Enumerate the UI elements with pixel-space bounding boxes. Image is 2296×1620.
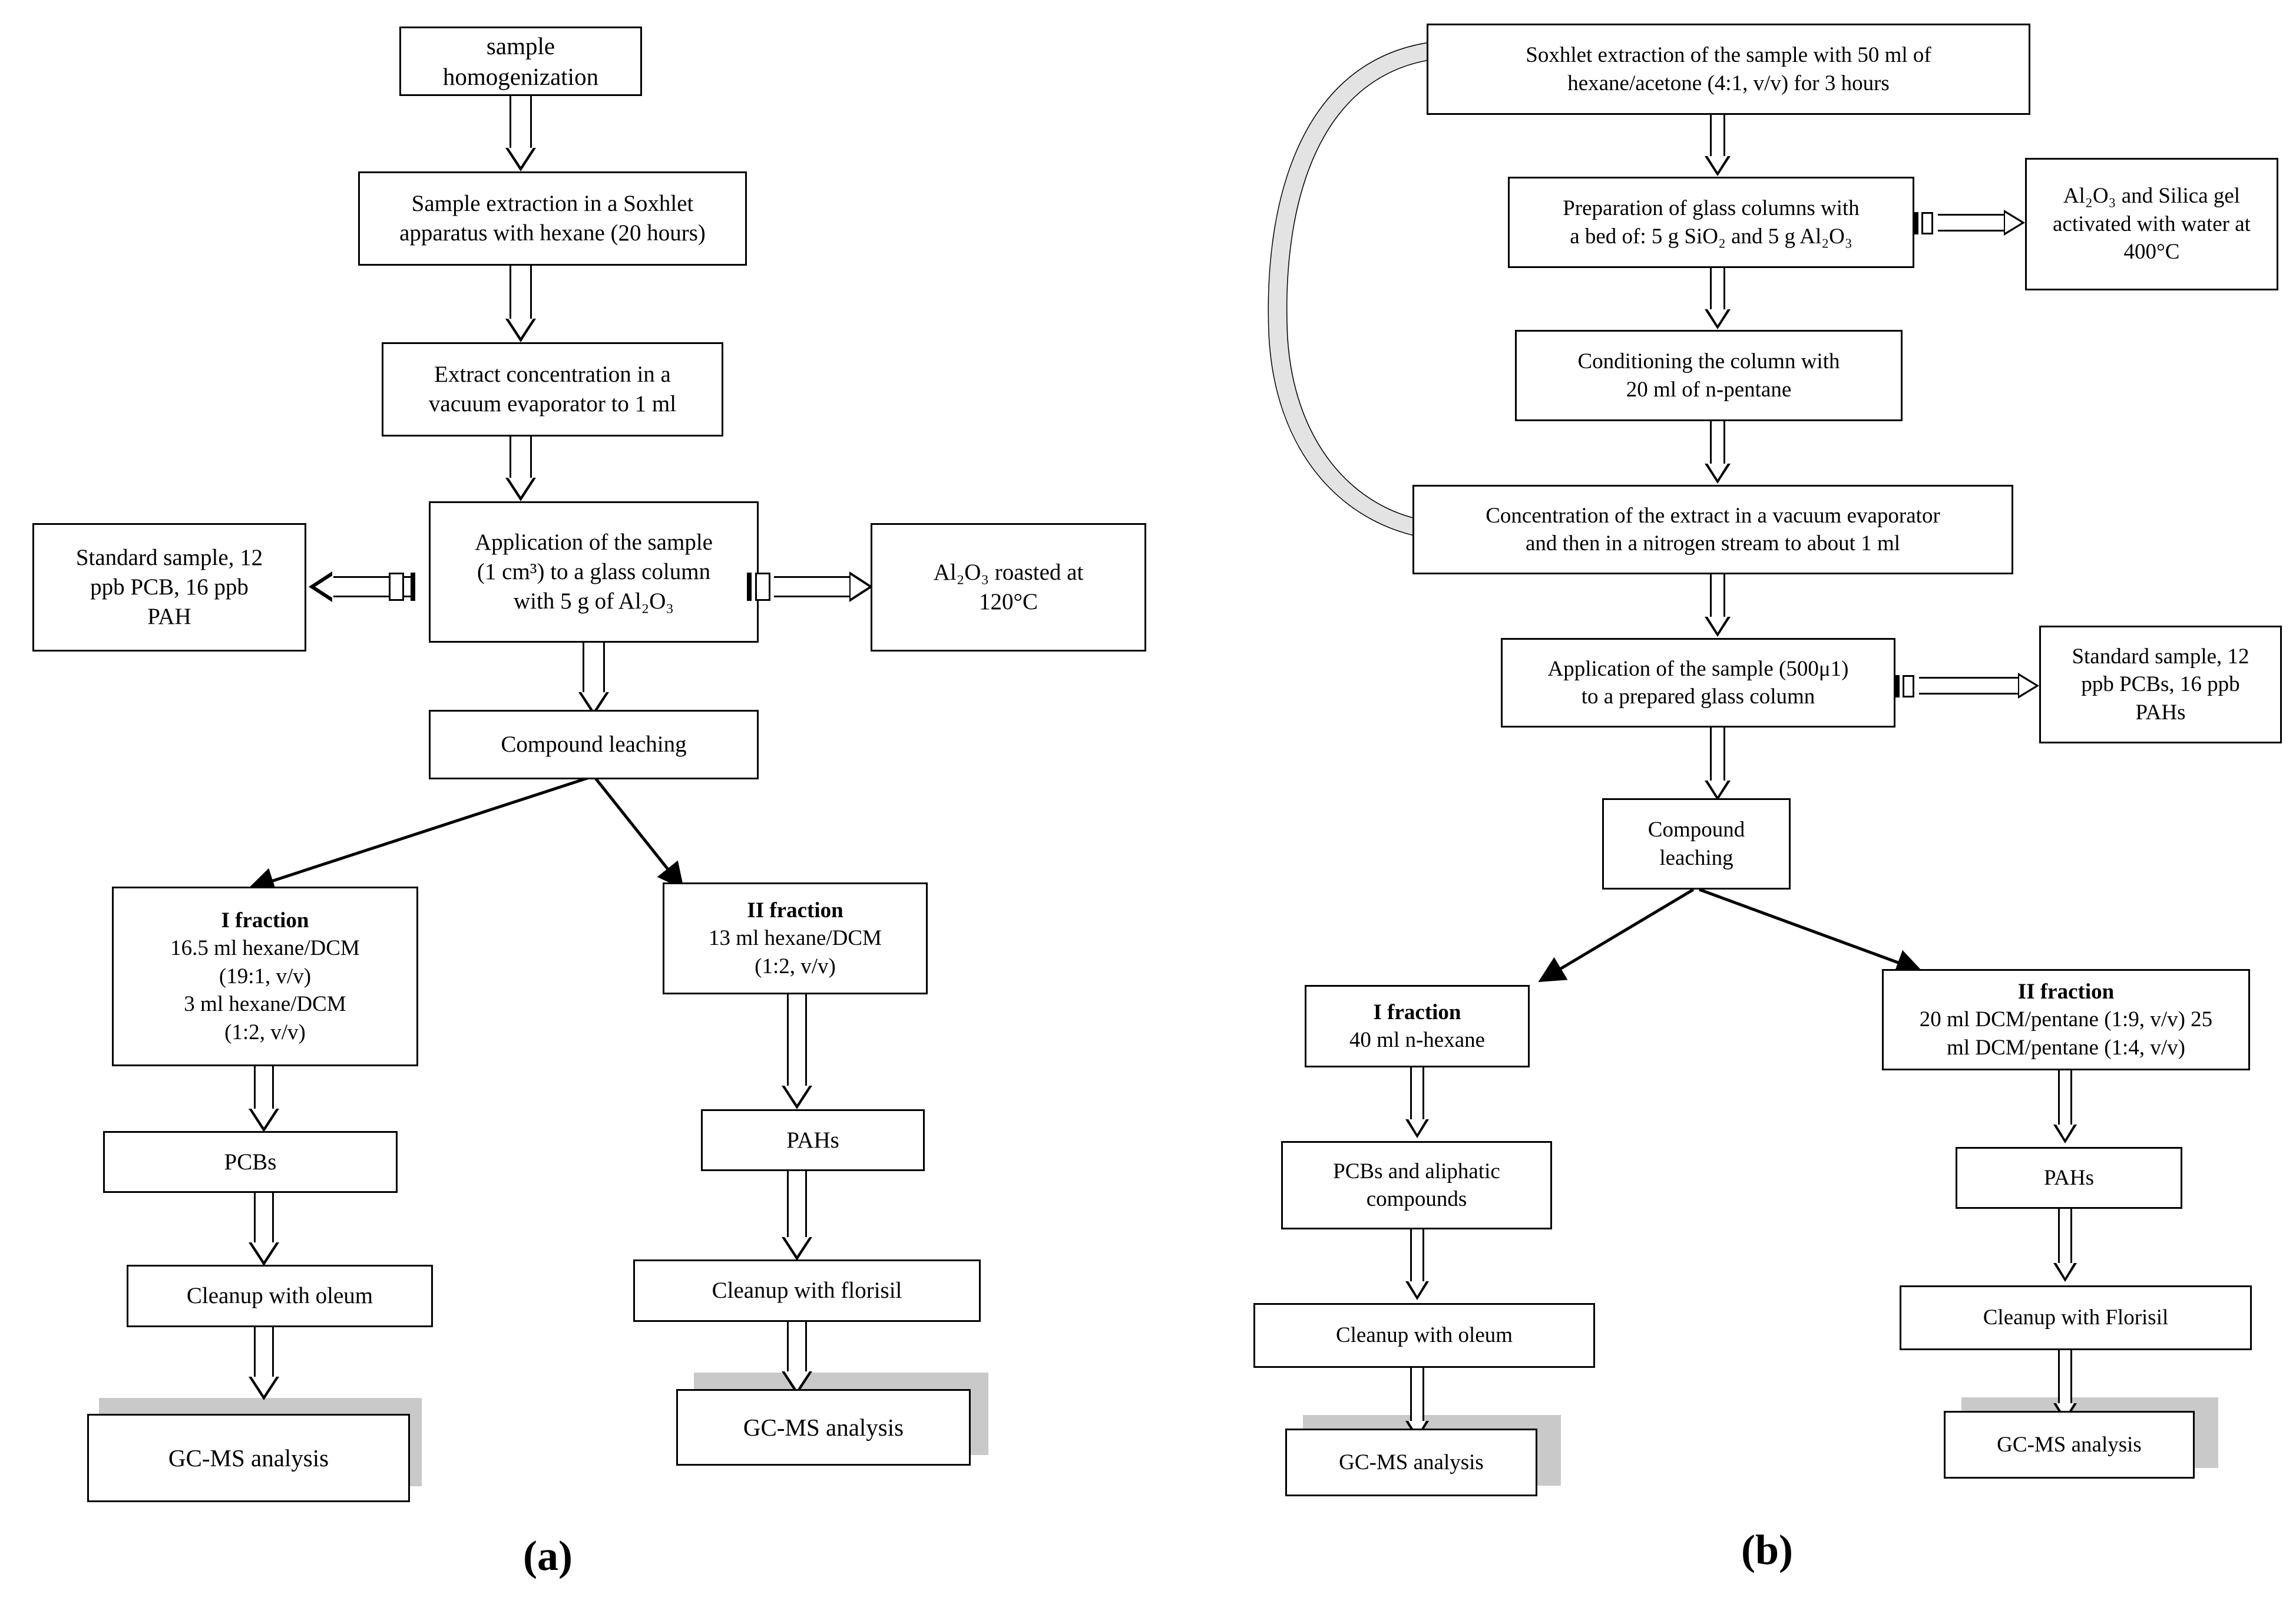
connector-notch-b-standard-square [1903,675,1914,697]
node-b-activated-sorbents: Al₂O₃ and Silica gel activated with wate… [2025,158,2278,290]
arrow-a-fraction1-to-pcbs [247,1066,280,1132]
node-a-pcbs: PCBs [103,1131,398,1193]
node-a-cleanup-florisil: Cleanup with florisil [633,1259,981,1322]
node-b-cleanup-oleum: Cleanup with oleum [1253,1303,1595,1368]
arrow-b-preparation-to-conditioning [1702,268,1733,330]
node-b-fraction-two: II fraction 20 ml DCM/pentane (1:9, v/v)… [1882,969,2250,1070]
arrow-a-homogenization-to-soxhlet [504,96,537,171]
node-b-sample-application: Application of the sample (500μ1) to a p… [1501,638,1895,728]
node-b-column-conditioning: Conditioning the column with 20 ml of n-… [1515,330,1903,421]
connector-notch-a-left-square [389,573,404,601]
arrow-b-pahs-to-florisil [2050,1209,2080,1285]
arrow-b-soxhlet-to-preparation [1702,115,1733,177]
arrow-b-application-to-leaching [1702,728,1733,803]
arrow-b-conditioning-to-concentration [1702,421,1733,485]
node-a-soxhlet-extraction: Sample extraction in a Soxhlet apparatus… [358,171,747,266]
connector-notch-b-prep-square [1921,212,1933,234]
panel-caption-b: (b) [1741,1526,1793,1573]
node-a-gcms-left: GC-MS analysis [87,1414,410,1502]
node-b-gcms-left: GC-MS analysis [1285,1429,1537,1496]
connector-notch-b-prep-bar [1914,212,1918,234]
panel-caption-a: (a) [523,1532,573,1579]
arrow-a-pcbs-to-oleum [247,1193,280,1266]
arrow-a-florisil-to-gcms [780,1322,813,1395]
connector-notch-a-right-bar [747,573,752,601]
node-b-fraction-one: I fraction 40 ml n-hexane [1305,985,1530,1067]
node-a-extract-concentration: Extract concentration in a vacuum evapor… [382,342,723,437]
node-b-column-preparation: Preparation of glass columns with a bed … [1508,177,1914,268]
arrow-a-fraction2-to-pahs [780,994,813,1109]
arrow-a-oleum-to-gcms [247,1327,280,1400]
arrow-b-preparation-to-activated [1938,199,2027,246]
arrow-b-fraction2-to-pahs [2050,1070,2080,1147]
arrow-a-application-to-alumina [774,558,874,615]
arrow-b-fraction1-to-pcbs [1402,1067,1432,1141]
arrow-a-soxhlet-to-concentration [504,266,537,342]
node-a-standard-sample: Standard sample, 12 ppb PCB, 16 ppb PAH [32,523,306,652]
node-b-gcms-right: GC-MS analysis [1944,1411,2195,1479]
node-a-cleanup-oleum: Cleanup with oleum [127,1265,433,1327]
node-b-compound-leaching: Compound leaching [1602,798,1791,890]
branch-a-leaching-split [247,776,684,894]
node-b-cleanup-florisil: Cleanup with Florisil [1900,1285,2252,1350]
node-a-fraction-two: II fraction 13 ml hexane/DCM (1:2, v/v) [663,882,928,994]
node-a-gcms-right: GC-MS analysis [676,1389,971,1466]
connector-notch-a-right-square [755,573,770,601]
node-b-standard-sample: Standard sample, 12 ppb PCBs, 16 ppb PAH… [2039,626,2282,743]
node-b-extract-concentration: Concentration of the extract in a vacuum… [1412,485,2013,574]
node-b-pahs: PAHs [1956,1147,2182,1209]
node-a-sample-homogenization: sample homogenization [399,27,642,96]
node-a-pahs: PAHs [701,1109,925,1171]
node-a-alumina-roasted: Al₂O₃ roasted at 120°C [871,523,1146,652]
node-b-soxhlet-extraction: Soxhlet extraction of the sample with 50… [1427,24,2030,115]
connector-notch-a-left-bar [411,573,415,601]
node-a-compound-leaching: Compound leaching [429,710,759,779]
node-a-sample-application: Application of the sample (1 cm³) to a g… [429,501,759,643]
arrow-b-application-to-standard [1919,662,2042,709]
arrow-a-pahs-to-florisil [780,1171,813,1261]
node-a-fraction-one: I fraction 16.5 ml hexane/DCM (19:1, v/v… [112,887,418,1066]
arrow-b-pcbs-to-oleum [1402,1229,1432,1303]
arrow-a-concentration-to-application [504,437,537,501]
arrow-a-application-to-leaching [577,643,610,716]
node-b-pcbs-aliphatic: PCBs and aliphatic compounds [1281,1141,1552,1229]
connector-notch-b-standard-bar [1895,675,1900,697]
branch-b-leaching-split [1538,888,1923,983]
arrow-b-concentration-to-application [1702,574,1733,638]
